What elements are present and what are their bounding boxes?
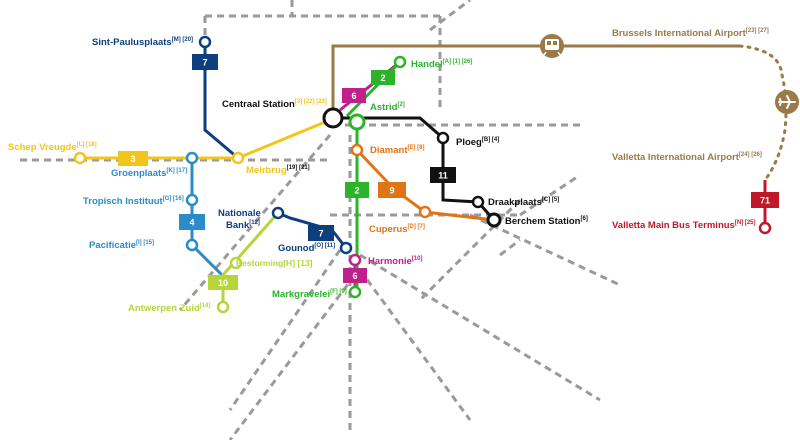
label-meirbrug: Meirbrug[19] [21]: [246, 165, 310, 176]
label-groenplaats: Groenplaats[K] [17]: [111, 168, 187, 179]
badge-line-6-top: 6: [342, 88, 366, 103]
station-marker-ploeg[interactable]: [436, 131, 450, 145]
label-gounod: Gounod[O] [11]: [278, 243, 335, 254]
label-pacificatie: Pacificatie[I] [15]: [89, 240, 154, 251]
station-marker-gounod[interactable]: [339, 241, 353, 255]
station-marker-antwerpen-zuid[interactable]: [216, 300, 230, 314]
station-marker-diamant[interactable]: [350, 143, 364, 157]
badge-line-11: 11: [430, 167, 456, 183]
station-marker-sint-paulusplaats[interactable]: [198, 35, 212, 49]
plane-icon: [775, 90, 799, 114]
badge-line-2-mid: 2: [345, 182, 369, 198]
label-bestorming: Bestorming[H] [13]: [236, 258, 313, 268]
station-marker-handel[interactable]: [393, 55, 407, 69]
svg-text:11: 11: [438, 171, 448, 181]
label-valletta-airport: Valletta International Airport[24] [26]: [612, 152, 762, 163]
badge-line-3: 3: [118, 151, 148, 166]
station-marker-pacificatie[interactable]: [185, 238, 199, 252]
label-brussels-airport: Brussels International Airport[23] [27]: [612, 28, 769, 39]
badge-line-10: 10: [208, 275, 238, 290]
station-marker-bestorming[interactable]: [229, 256, 243, 270]
station-marker-draakplaats[interactable]: [471, 195, 485, 209]
station-marker-groenplaats[interactable]: [185, 151, 199, 165]
label-antwerpen-zuid: Antwerpen Zuid[14]: [128, 303, 210, 314]
label-cuperus: Cuperus[D] [7]: [369, 224, 425, 235]
label-sint-paulusplaats: Sint-Paulusplaats[M] [20]: [92, 37, 193, 48]
svg-text:6: 6: [352, 271, 357, 281]
station-marker-tropisch-instituut[interactable]: [185, 193, 199, 207]
airport-line: [331, 44, 788, 182]
badge-line-2-top: 2: [371, 70, 395, 85]
badge-line-9: 9: [378, 182, 406, 198]
label-ploeg: Ploeg[B] [4]: [456, 137, 499, 148]
station-marker-centraal[interactable]: [322, 107, 344, 129]
train-icon: [540, 34, 564, 58]
svg-text:6: 6: [351, 91, 356, 101]
station-marker-schep-vreugde[interactable]: [73, 151, 87, 165]
label-nationale-bank: Nationale: [218, 208, 261, 219]
svg-text:4: 4: [189, 218, 194, 228]
label-berchem-station: Berchem Station[6]: [505, 216, 588, 227]
label-draakplaats: Draakplaats[C] [5]: [488, 197, 559, 208]
label-diamant: Diamant[E] [8]: [370, 145, 424, 156]
label-valletta-bus: Valletta Main Bus Terminus[N] [25]: [612, 220, 756, 231]
label-markgravelei: Markgravelei[F] [9]: [272, 289, 347, 300]
svg-text:9: 9: [389, 186, 394, 196]
badge-line-7-top: 7: [192, 54, 218, 70]
station-marker-berchem[interactable]: [486, 212, 502, 228]
svg-text:3: 3: [130, 154, 135, 164]
station-marker-nationale-bank[interactable]: [271, 206, 285, 220]
station-labels: Sint-Paulusplaats[M] [20] Centraal Stati…: [8, 28, 769, 314]
badge-line-6-bottom: 6: [343, 268, 367, 283]
label-schep-vreugde: Schep Vreugde[L] [18]: [8, 142, 97, 153]
station-marker-markgravelei[interactable]: [348, 285, 362, 299]
svg-text:71: 71: [760, 196, 770, 206]
label-handel: Handel[A] [1] [26]: [411, 59, 472, 70]
line-9: [355, 148, 495, 222]
label-harmonie: Harmonie[10]: [368, 256, 423, 267]
station-marker-harmonie[interactable]: [348, 253, 362, 267]
label-nationale-bank-2: Bank[12]: [226, 220, 260, 231]
svg-text:2: 2: [380, 73, 385, 83]
badge-line-4: 4: [179, 214, 205, 230]
svg-text:7: 7: [318, 229, 323, 239]
badge-line-7-bottom: 7: [308, 225, 334, 241]
label-astrid: Astrid[2]: [370, 102, 405, 113]
svg-text:7: 7: [202, 58, 207, 68]
label-centraal-station: Centraal Station[3] [22] [23]: [222, 99, 327, 110]
station-markers: [73, 35, 772, 314]
line-7: [203, 42, 348, 249]
station-marker-valletta-bus[interactable]: [758, 221, 772, 235]
badge-line-71: 71: [751, 192, 779, 208]
station-marker-meirbrug[interactable]: [231, 151, 245, 165]
label-tropisch-instituut: Tropisch Instituut[G] [16]: [83, 196, 184, 207]
station-marker-astrid[interactable]: [348, 113, 366, 131]
line-badges: 7 6 2 3 2 9 11 4: [118, 54, 779, 290]
station-marker-cuperus[interactable]: [418, 205, 432, 219]
svg-text:2: 2: [354, 186, 359, 196]
svg-text:10: 10: [218, 278, 228, 288]
